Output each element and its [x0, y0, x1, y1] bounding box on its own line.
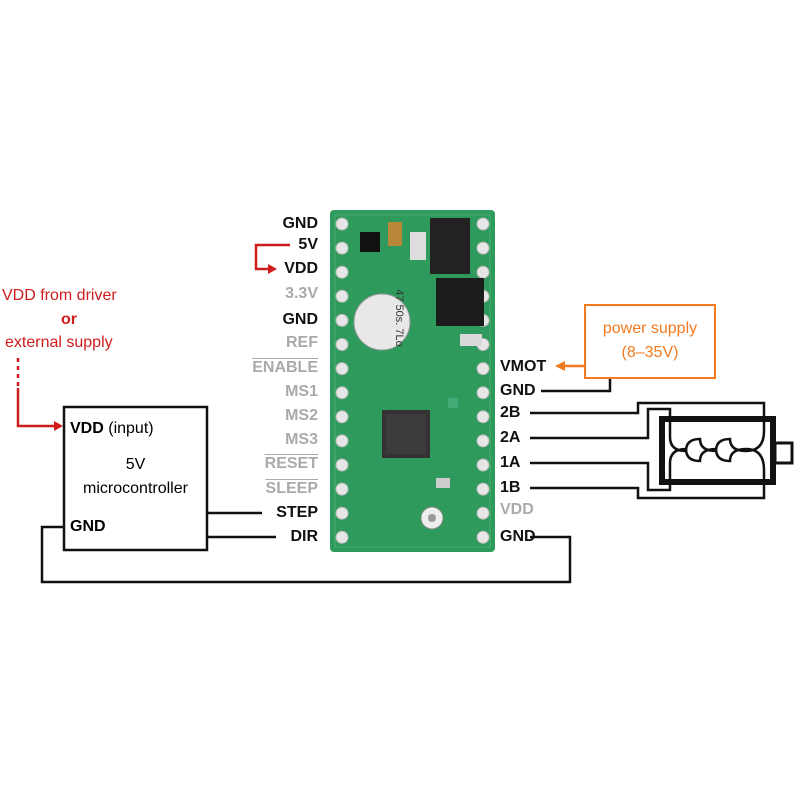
- pin-hole: [335, 338, 349, 351]
- right-pin-label: GND: [500, 382, 536, 399]
- power-supply-line2: (8–35V): [621, 344, 679, 361]
- left-pin-label: REF: [286, 334, 318, 351]
- vdd-note-line3: external supply: [5, 334, 113, 351]
- pin-hole: [476, 434, 490, 448]
- pin-hole: [335, 530, 349, 544]
- pin-hole: [476, 217, 490, 231]
- right-pin-label: 2A: [500, 429, 521, 446]
- motor-gnd-wire: [541, 378, 612, 393]
- pin-hole: [476, 530, 490, 544]
- left-pin-label: MS1: [285, 383, 318, 400]
- pin-hole: [335, 458, 349, 472]
- micro-name-line2: microcontroller: [83, 480, 188, 497]
- pin-hole: [476, 410, 490, 424]
- left-pin-label: STEP: [276, 504, 318, 521]
- right-pin-label: 1B: [500, 479, 521, 496]
- pin-hole: [335, 410, 349, 424]
- micro-gnd-label: GND: [70, 518, 106, 535]
- left-pin-label: GND: [282, 215, 318, 232]
- left-pin-label: DIR: [290, 528, 318, 545]
- pin-hole: [335, 289, 349, 303]
- left-pin-label: VDD: [284, 260, 318, 277]
- left-pin-label: 5V: [298, 236, 318, 253]
- power-supply-line1: power supply: [602, 320, 698, 337]
- right-pin-label: 2B: [500, 404, 521, 421]
- mosfet-chip: [436, 278, 484, 326]
- right-pin-label: GND: [500, 528, 536, 545]
- left-pin-label: MS3: [285, 431, 318, 448]
- vdd-note-line1: VDD from driver: [2, 287, 117, 304]
- pin-hole: [476, 362, 490, 376]
- right-pin-label: VDD: [500, 501, 534, 518]
- pin-hole: [476, 241, 490, 255]
- pin-hole: [335, 265, 349, 279]
- stepper-motor: [530, 401, 794, 500]
- left-pin-label: RESET: [264, 455, 318, 472]
- pin-hole: [335, 506, 349, 520]
- right-pin-label: 1A: [500, 454, 521, 471]
- left-pin-label: GND: [282, 311, 318, 328]
- pin-hole: [335, 482, 349, 496]
- pin-hole: [335, 241, 349, 255]
- power-supply-box: [584, 304, 716, 379]
- driver-board: 47 50s. 7Lo: [330, 210, 495, 552]
- capacitor: [353, 293, 411, 351]
- gnd-wire: [40, 525, 572, 584]
- pin-hole: [476, 265, 490, 279]
- pin-hole: [335, 362, 349, 376]
- pin-hole: [335, 434, 349, 448]
- micro-name-line1: 5V: [125, 456, 146, 473]
- left-pin-label: SLEEP: [265, 480, 318, 497]
- svg-text:47 50s. 7Lo: 47 50s. 7Lo: [393, 289, 405, 347]
- vdd-supply-arrow: [16, 358, 56, 428]
- pin-hole: [335, 386, 349, 400]
- vdd-jumper-arrow: [254, 243, 290, 271]
- pin-hole: [335, 313, 349, 327]
- right-pin-label: VMOT: [500, 358, 547, 375]
- pin-hole: [476, 458, 490, 472]
- microcontroller-box: [62, 405, 209, 552]
- micro-vdd-label: VDD (input): [70, 420, 154, 437]
- pin-hole: [335, 217, 349, 231]
- pin-hole: [476, 506, 490, 520]
- left-pin-label: MS2: [285, 407, 318, 424]
- regulator-chip: [430, 218, 470, 274]
- left-pin-label: ENABLE: [252, 359, 318, 376]
- pin-hole: [476, 482, 490, 496]
- pin-hole: [476, 386, 490, 400]
- vdd-note-line2: or: [61, 311, 77, 328]
- left-pin-label: 3.3V: [285, 285, 318, 302]
